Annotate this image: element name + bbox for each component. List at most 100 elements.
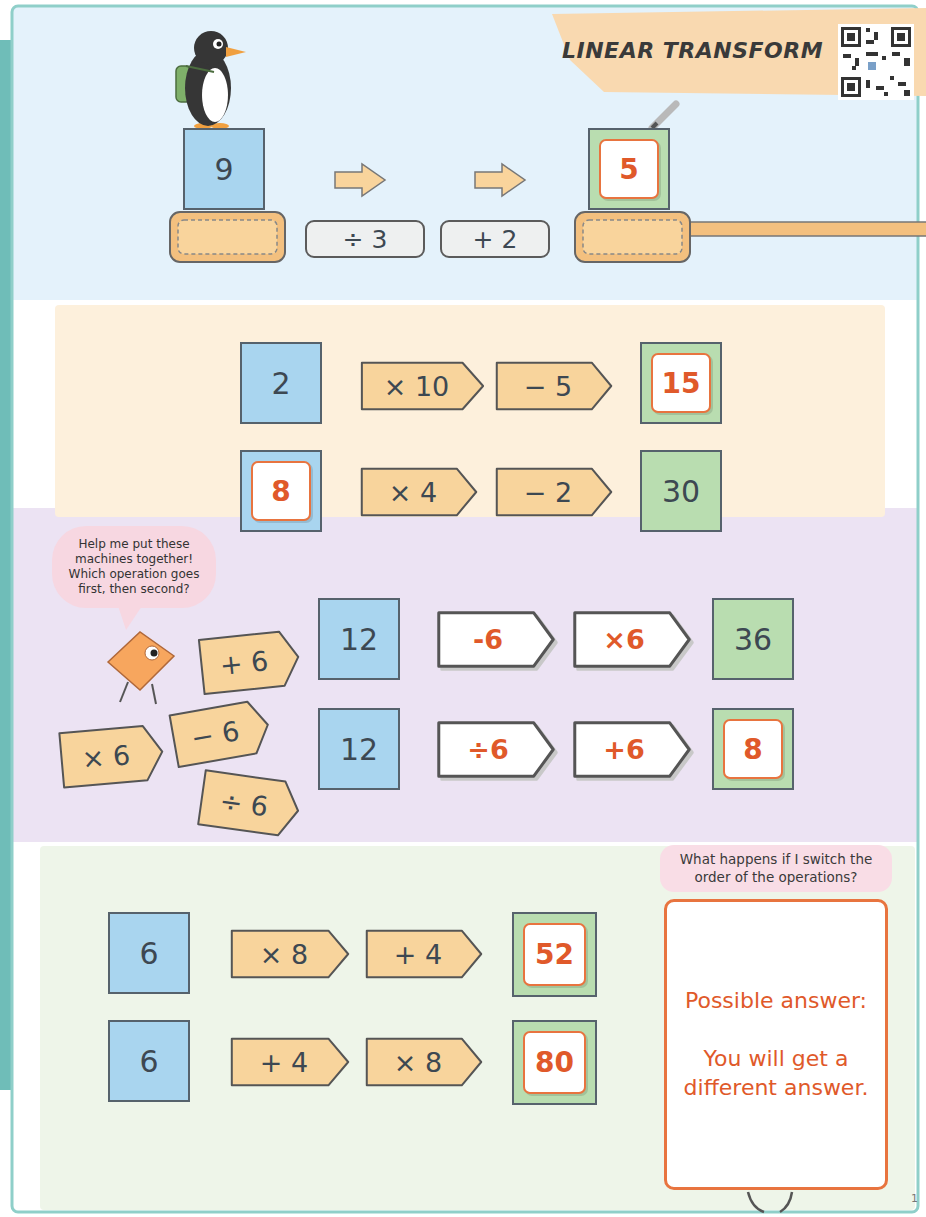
arrow-outline	[362, 363, 483, 410]
speech-bubble: Help me put these machines together! Whi…	[52, 526, 216, 608]
qr-code	[904, 90, 910, 96]
number-text: 6	[139, 1044, 158, 1079]
penguin	[202, 68, 228, 122]
arrow-outline	[170, 699, 273, 767]
number-text: 36	[734, 622, 772, 657]
output-box: 5	[588, 128, 670, 210]
qr-code	[898, 82, 906, 86]
operation-text: ×6	[603, 624, 644, 655]
number-text: 30	[662, 474, 700, 509]
answer-text: You will get a different answer.	[679, 1044, 873, 1103]
operation-text: + 6	[218, 645, 269, 681]
number-text: 6	[139, 936, 158, 971]
number-text: 12	[340, 732, 378, 767]
page-title: LINEAR TRANSFORM	[562, 38, 823, 63]
operation-text: − 5	[524, 371, 572, 402]
number-box: 6	[108, 1020, 190, 1102]
arrow-outline	[367, 931, 481, 978]
operation-arrow: +6	[573, 722, 691, 777]
operation-text: × 10	[384, 371, 450, 402]
answer-panel: What happens if I switch the order of th…	[660, 845, 892, 1190]
penguin	[213, 39, 223, 49]
operation-arrow: + 4	[230, 1038, 350, 1086]
conveyor	[685, 222, 926, 236]
background-bands	[40, 846, 915, 1210]
qr-code	[847, 83, 855, 91]
qr-code	[868, 62, 876, 70]
penguin	[186, 66, 214, 72]
number-box: 12	[318, 708, 400, 790]
qr-code	[838, 24, 914, 100]
operation-text: ÷ 3	[343, 225, 388, 254]
arrow-outline	[367, 1039, 481, 1086]
bird	[145, 646, 159, 660]
question-text: What happens if I switch the order of th…	[680, 851, 873, 885]
small-arrow	[475, 164, 525, 196]
number-text: 5	[619, 153, 638, 186]
panel-legs	[748, 1192, 792, 1212]
qr-code	[852, 66, 856, 70]
speech-text: Help me put these machines together! Whi…	[66, 537, 202, 597]
qr-code	[884, 92, 888, 96]
qr-code	[866, 52, 878, 56]
pencil	[652, 104, 676, 128]
pencil	[652, 104, 676, 128]
operation-arrow: ×6	[573, 612, 691, 667]
output-box: 15	[640, 342, 722, 424]
penguin	[176, 31, 246, 129]
operation-arrow: × 4	[360, 468, 478, 516]
arrow-outline	[59, 725, 164, 788]
background-bands	[0, 6, 918, 1212]
qr-code	[844, 80, 858, 94]
number-text: 2	[271, 366, 290, 401]
background-bands	[12, 6, 918, 1212]
qr-code	[841, 27, 861, 47]
arrow-outline	[575, 723, 689, 776]
title-brush	[552, 8, 926, 96]
operation-piece: + 6	[197, 629, 302, 695]
conveyor	[178, 220, 277, 254]
qr-code	[866, 80, 870, 88]
number-text: 8	[743, 733, 762, 766]
qr-code	[882, 56, 886, 60]
operation-arrow: − 2	[495, 468, 613, 516]
qr-code	[890, 76, 894, 80]
output-box: 8	[712, 708, 794, 790]
operation-text: − 2	[524, 477, 572, 508]
number-text: 8	[271, 475, 290, 508]
qr-code	[876, 86, 884, 90]
qr-code	[892, 52, 900, 56]
operation-arrow: ÷6	[437, 722, 555, 777]
operation-piece: × 6	[58, 724, 166, 789]
answer-box: 8	[251, 461, 311, 521]
operation-text: + 4	[260, 1047, 308, 1078]
operation-arrow: − 5	[495, 362, 613, 410]
operation-text: ÷ 6	[218, 784, 270, 821]
number-text: 52	[535, 938, 574, 971]
number-box: 12	[318, 598, 400, 680]
output-box: 80	[512, 1020, 597, 1105]
number-text: 15	[662, 367, 701, 400]
operation-arrow: -6	[437, 612, 555, 667]
output-box: 30	[640, 450, 722, 532]
qr-code	[874, 32, 878, 40]
qr-code	[847, 33, 855, 41]
operation-tile: + 2	[440, 220, 550, 258]
answer-box: 52	[523, 923, 586, 986]
arrow-outline	[497, 469, 611, 516]
operation-tile: ÷ 3	[305, 220, 425, 258]
small-arrow	[335, 164, 385, 196]
arrow-outline	[199, 630, 301, 694]
number-box: 9	[183, 128, 265, 210]
operation-text: +6	[603, 734, 644, 765]
answer-box: 15	[651, 353, 711, 413]
arrow-outline	[575, 613, 689, 666]
bird	[108, 632, 174, 690]
speech-tail	[118, 606, 142, 630]
arrow-outline	[439, 723, 553, 776]
answer-text: Possible answer:	[685, 986, 867, 1016]
operation-text: × 4	[389, 477, 437, 508]
conveyor	[583, 220, 682, 254]
operation-arrow: + 4	[365, 930, 483, 978]
bird	[152, 684, 156, 704]
